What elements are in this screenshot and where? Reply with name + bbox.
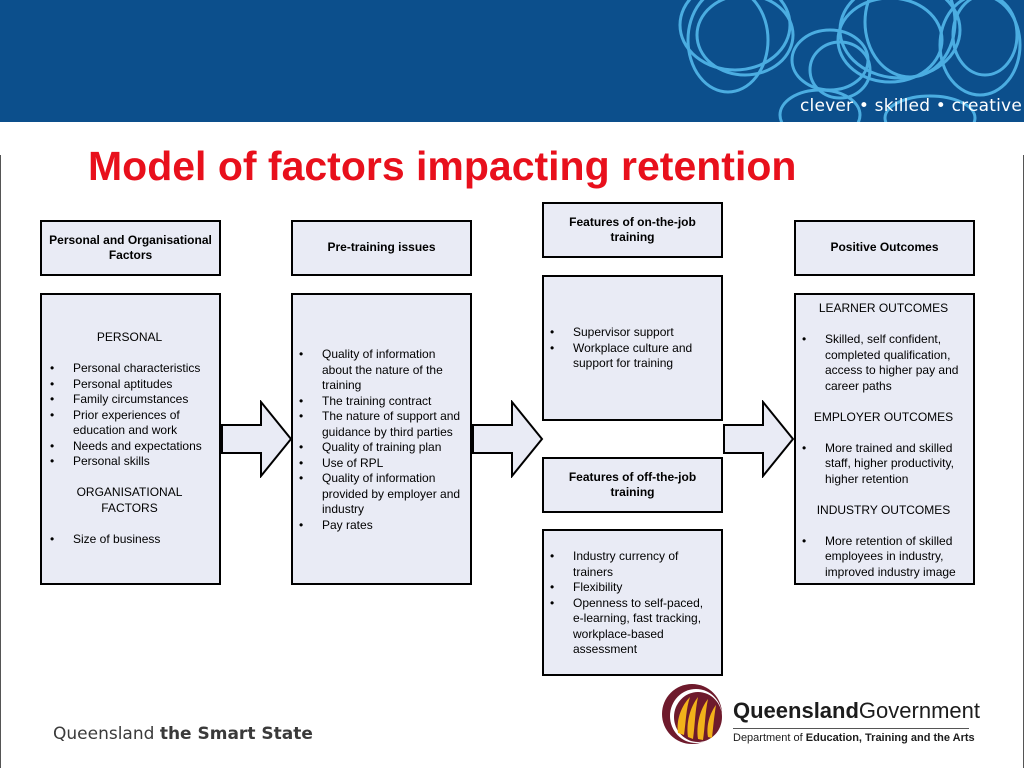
industry-outcomes-title: INDUSTRY OUTCOMES [816, 502, 951, 517]
dept-bold: Education, Training and the Arts [805, 732, 975, 744]
footer-left-bold: the Smart State [159, 724, 313, 744]
employer-outcomes-list: More trained and skilled staff, higher p… [798, 441, 969, 488]
personal-factors-header-label: Personal and Organisational Factors [49, 232, 212, 263]
pretraining-header-label: Pre-training issues [327, 240, 436, 255]
personal-section-title: PERSONAL [96, 330, 163, 344]
offjob-header-label: Features of off-the-job training [568, 469, 697, 500]
queensland-government-wordmark: QueenslandGovernment [733, 698, 980, 724]
list-item: Personal skills [46, 454, 213, 470]
personal-factors-box: PERSONAL Personal characteristics Person… [40, 293, 221, 585]
list-item: Supervisor support [546, 325, 717, 341]
tagline: clever • skilled • creative [800, 96, 1022, 116]
list-item: Workplace culture and support for traini… [546, 341, 717, 372]
pretraining-list: Quality of information about the nature … [295, 347, 466, 533]
department-name: Department of Education, Training and th… [733, 732, 975, 744]
organisational-list: Size of business [46, 532, 213, 548]
list-item: Quality of information provided by emplo… [295, 471, 466, 518]
swirl-graphic-icon [678, 0, 1022, 122]
list-item: Family circumstances [46, 392, 213, 408]
personal-list: Personal characteristics Personal aptitu… [46, 361, 213, 470]
dept-regular: Department of [733, 732, 806, 744]
arrow-right-icon [221, 400, 293, 478]
industry-outcomes-list: More retention of skilled employees in i… [798, 534, 969, 581]
offjob-header: Features of off-the-job training [542, 457, 723, 513]
list-item: Personal aptitudes [46, 377, 213, 393]
outcomes-header: Positive Outcomes [794, 220, 975, 276]
list-item: Personal characteristics [46, 361, 213, 377]
list-item: Size of business [46, 532, 213, 548]
list-item: Pay rates [295, 518, 466, 534]
footer-left-regular: Queensland [53, 724, 160, 744]
personal-factors-header: Personal and Organisational Factors [40, 220, 221, 276]
outcomes-box: LEARNER OUTCOMES Skilled, self confident… [794, 293, 975, 585]
list-item: Openness to self-paced, e-learning, fast… [546, 596, 717, 658]
onjob-header: Features of on-the-job training [542, 202, 723, 258]
list-item: Industry currency of trainers [546, 549, 717, 580]
offjob-box: Industry currency of trainers Flexibilit… [542, 529, 723, 676]
list-item: More retention of skilled employees in i… [798, 534, 969, 581]
arrow-right-icon [472, 400, 544, 478]
outcomes-header-label: Positive Outcomes [830, 240, 939, 255]
arrow-right-icon [723, 400, 795, 478]
list-item: Use of RPL [295, 456, 466, 472]
gov-name-regular: Government [858, 698, 980, 723]
slide-title: Model of factors impacting retention [88, 143, 797, 189]
onjob-box: Supervisor support Workplace culture and… [542, 275, 723, 421]
footer-divider [733, 728, 969, 729]
list-item: Skilled, self confident, completed quali… [798, 332, 969, 394]
footer-smart-state: Queensland the Smart State [53, 724, 313, 744]
onjob-list: Supervisor support Workplace culture and… [546, 325, 717, 372]
onjob-header-label: Features of on-the-job training [569, 214, 696, 245]
pretraining-header: Pre-training issues [291, 220, 472, 276]
pretraining-box: Quality of information about the nature … [291, 293, 472, 585]
gov-name-bold: Queensland [733, 698, 859, 723]
list-item: More trained and skilled staff, higher p… [798, 441, 969, 488]
list-item: Flexibility [546, 580, 717, 596]
learner-outcomes-title: LEARNER OUTCOMES [818, 301, 949, 315]
list-item: Prior experiences of education and work [46, 408, 213, 439]
organisational-section-title: ORGANISATIONAL FACTORS [76, 485, 183, 515]
offjob-list: Industry currency of trainers Flexibilit… [546, 549, 717, 658]
list-item: Needs and expectations [46, 439, 213, 455]
list-item: The training contract [295, 394, 466, 410]
queensland-coat-of-arms-icon [662, 684, 722, 744]
list-item: Quality of information about the nature … [295, 347, 466, 394]
list-item: Quality of training plan [295, 440, 466, 456]
employer-outcomes-title: EMPLOYER OUTCOMES [813, 409, 954, 424]
header-band: clever • skilled • creative [0, 0, 1024, 122]
learner-outcomes-list: Skilled, self confident, completed quali… [798, 332, 969, 394]
list-item: The nature of support and guidance by th… [295, 409, 466, 440]
